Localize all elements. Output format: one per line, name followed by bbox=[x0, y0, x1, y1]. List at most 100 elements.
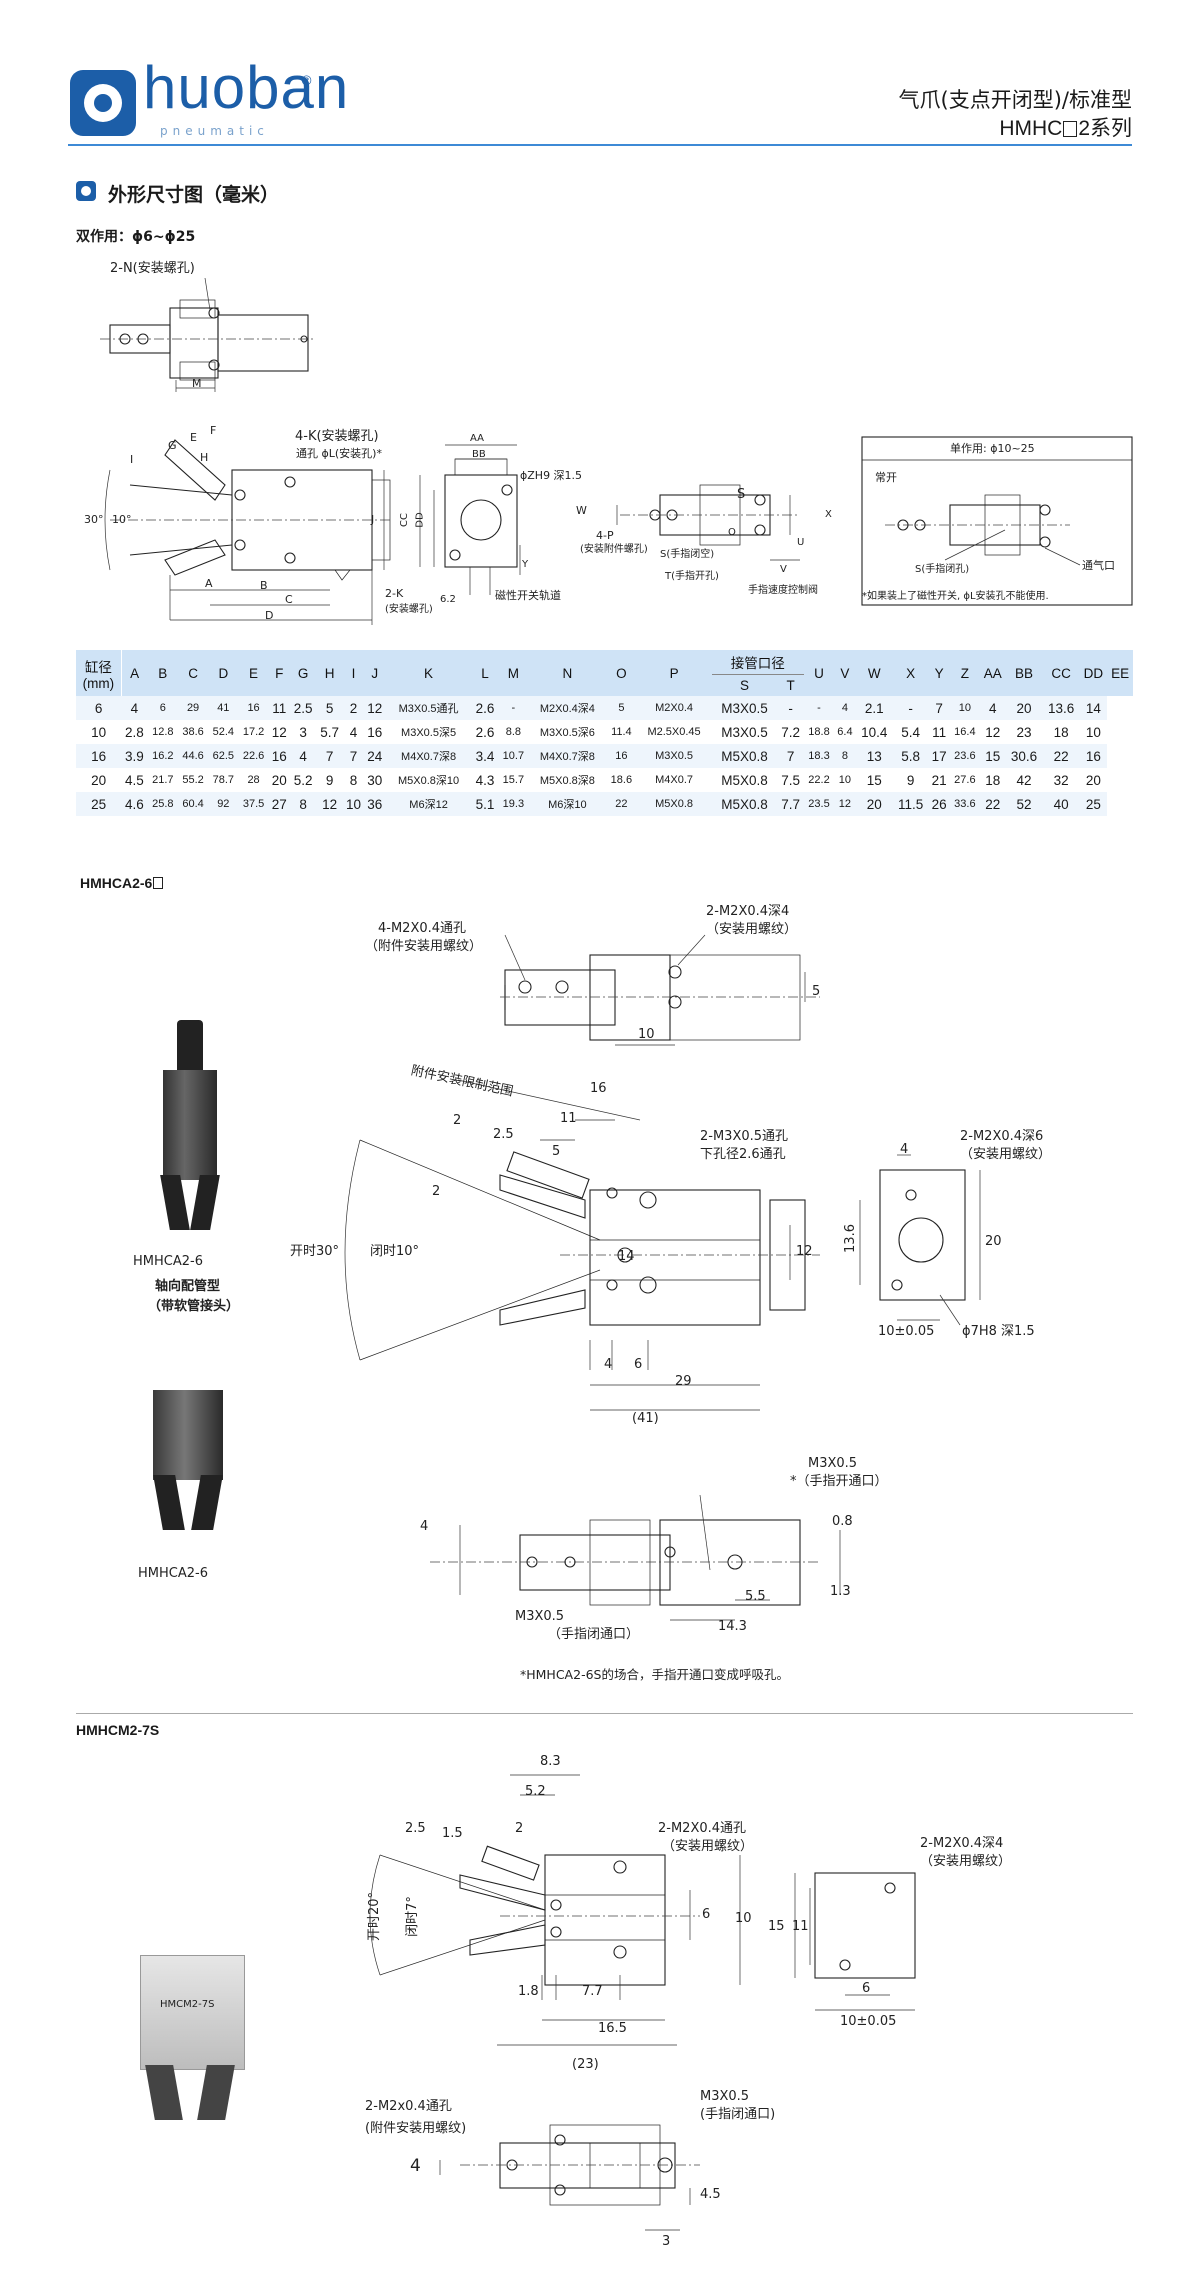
photo1-sub1: 轴向配管型 bbox=[155, 1279, 221, 1294]
table-cell: 14 bbox=[1085, 700, 1101, 716]
dim-10m: 10 bbox=[735, 1911, 752, 1926]
dim-15: 15 bbox=[768, 1919, 785, 1934]
dim-10tol: 10±0.05 bbox=[878, 1324, 935, 1339]
table-cell: 16.2 bbox=[152, 750, 174, 762]
dim-4-5: 4.5 bbox=[700, 2187, 721, 2202]
m3-7s-note: (手指闭通口) bbox=[700, 2107, 776, 2122]
table-cell: 27 bbox=[271, 796, 287, 812]
table-cell: 17 bbox=[931, 748, 947, 764]
table-cell: 24 bbox=[367, 748, 383, 764]
t-port-note: T(手指开孔) bbox=[665, 571, 719, 582]
section-title: 外形尺寸图（毫米） bbox=[108, 184, 280, 206]
top-note: *如果装上了磁性开关, ϕL安装孔不能使用. bbox=[862, 591, 1049, 602]
table-cell: M2.5X0.45 bbox=[647, 726, 701, 738]
dim-1-8: 1.8 bbox=[518, 1984, 539, 1999]
dim-2-5: 2.5 bbox=[493, 1127, 514, 1142]
table-cell: 60.4 bbox=[182, 798, 204, 810]
registered-mark: ® bbox=[300, 74, 313, 89]
col-v: V bbox=[834, 650, 856, 696]
table-cell: 8 bbox=[841, 750, 848, 762]
model-box-icon bbox=[153, 877, 164, 889]
dim-41: (41) bbox=[632, 1411, 659, 1426]
col-h: H bbox=[316, 650, 343, 696]
s-close-hole-label: S(手指闭孔) bbox=[915, 564, 970, 575]
table-cell: 22.6 bbox=[242, 750, 265, 762]
side-holes-7s: 2-M2X0.4深4 bbox=[920, 1836, 1004, 1851]
table-cell: 6.4 bbox=[837, 726, 853, 738]
table-cell: 12 bbox=[322, 796, 338, 812]
photo2-caption: HMHCA2-6 bbox=[138, 1566, 208, 1581]
col-bb: BB bbox=[1005, 650, 1043, 696]
table-cell: 10 bbox=[1085, 724, 1101, 740]
section-bullet-icon bbox=[76, 181, 96, 201]
col-f: F bbox=[268, 650, 290, 696]
table-cell: 6 bbox=[94, 700, 103, 716]
dim-e-label: E bbox=[190, 431, 197, 444]
table-cell: 10.4 bbox=[861, 724, 888, 740]
dim-y-label: Y bbox=[522, 559, 529, 570]
table-cell: 16 bbox=[271, 748, 287, 764]
table-cell: 20 bbox=[91, 772, 107, 788]
close-7-label: 闭时7° bbox=[404, 1896, 420, 1937]
table-cell: 16 bbox=[1085, 748, 1101, 764]
dim-2b: 2 bbox=[432, 1184, 441, 1199]
table-cell: 10 bbox=[958, 702, 971, 714]
table-cell: M3X0.5 bbox=[655, 750, 694, 762]
table-cell: 55.2 bbox=[182, 774, 204, 786]
table-cell: M2X0.4深4 bbox=[539, 703, 595, 715]
angle-open-label: 30° bbox=[84, 513, 104, 526]
table-cell: 12 bbox=[271, 724, 287, 740]
table-cell: 21.7 bbox=[152, 774, 174, 786]
dim-c-label: C bbox=[285, 593, 293, 606]
table-cell: M4X0.7深8 bbox=[401, 751, 457, 763]
open-20-label: 开时20° bbox=[367, 1891, 383, 1942]
col-e: E bbox=[238, 650, 269, 696]
dimension-table: 缸径(mm) A B C D E F G H I J K L M N O P 接… bbox=[76, 650, 1133, 816]
dim-f-label: F bbox=[210, 424, 217, 437]
table-cell: 15 bbox=[866, 772, 882, 788]
table-cell: 7 bbox=[935, 700, 943, 716]
table-cell: 19.3 bbox=[502, 798, 525, 810]
col-t: T bbox=[777, 674, 804, 696]
dim-6-2-label: 6.2 bbox=[440, 594, 456, 605]
table-cell: 7.7 bbox=[781, 796, 800, 812]
brand-wordmark: huoban bbox=[143, 54, 350, 121]
table-cell: M3X0.5 bbox=[721, 700, 768, 716]
table-cell: 9 bbox=[325, 772, 334, 788]
table-cell: 18 bbox=[985, 772, 1001, 788]
table-cell: 30.6 bbox=[1010, 748, 1038, 764]
col-n: N bbox=[528, 650, 607, 696]
table-cell: 2.6 bbox=[475, 700, 495, 716]
dim-5-5: 5.5 bbox=[745, 1589, 766, 1604]
table-cell: 5.8 bbox=[901, 748, 921, 764]
table-cell: 10 bbox=[346, 796, 362, 812]
table-cell: 4 bbox=[841, 702, 848, 714]
dim-11m: 11 bbox=[792, 1919, 809, 1934]
hmhca-note: *HMHCA2-6S的场合，手指开通口变成呼吸孔。 bbox=[520, 1667, 789, 1682]
table-cell: 12 bbox=[367, 700, 383, 716]
table-cell: 62.5 bbox=[212, 750, 235, 762]
col-b: B bbox=[147, 650, 178, 696]
table-cell: 13.6 bbox=[1047, 700, 1075, 716]
table-cell: 10 bbox=[91, 724, 107, 740]
table-cell: 17.2 bbox=[242, 726, 265, 738]
s-port-note: S(手指闭空) bbox=[660, 549, 715, 560]
table-cell: 27.6 bbox=[954, 774, 976, 786]
dim-aa-label: AA bbox=[470, 433, 484, 444]
dim-4-7s: 4 bbox=[410, 2156, 421, 2176]
dim-29: 29 bbox=[675, 1374, 692, 1389]
table-cell: 22 bbox=[985, 796, 1001, 812]
k-holes-label: 4-K(安装螺孔) bbox=[295, 429, 379, 444]
table-cell: 20 bbox=[1085, 772, 1101, 788]
table-cell: 4 bbox=[349, 724, 358, 740]
holes-4-label: 4-M2X0.4通孔 bbox=[378, 921, 467, 936]
table-cell: 8 bbox=[299, 796, 307, 812]
table-cell: 23 bbox=[1016, 724, 1032, 740]
dim-4: 4 bbox=[604, 1357, 613, 1372]
dim-6: 6 bbox=[634, 1357, 643, 1372]
holes-2-label: 2-M2X0.4深4 bbox=[706, 904, 790, 919]
hmhcm-heading: HMHCM2-7S bbox=[76, 1722, 160, 1738]
